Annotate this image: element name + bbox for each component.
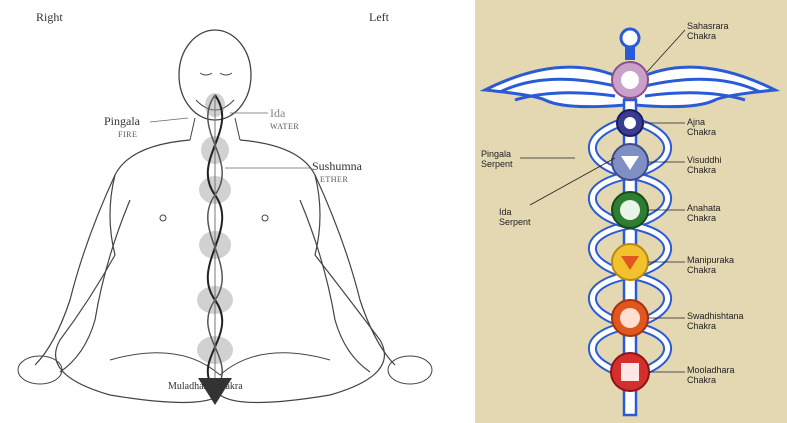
meditating-figure-panel: Right Left Pingala FIRE Ida WATER Sushum… — [0, 0, 450, 423]
left-side-label: Left — [369, 10, 389, 25]
anahata-chakra-icon — [612, 192, 648, 228]
right-side-label: Right — [36, 10, 63, 25]
visuddhi-chakra-icon — [612, 144, 648, 180]
right-wing-icon — [635, 67, 775, 107]
manipuraka-chakra-icon — [612, 244, 648, 280]
ajna-chakra-icon — [617, 110, 643, 136]
ida-label: Ida — [270, 106, 285, 121]
meditating-figure-drawing — [0, 0, 450, 423]
pingala-label: Pingala — [104, 114, 140, 129]
sushumna-element-label: ETHER — [320, 175, 348, 184]
pingala-element-label: FIRE — [118, 130, 137, 139]
muladhara-label: Muladhara Chakra — [168, 381, 243, 392]
mooladhara-chakra-icon — [611, 353, 649, 391]
ida-element-label: WATER — [270, 122, 299, 131]
sahasrara-chakra-icon — [612, 62, 648, 98]
swadhishtana-chakra-icon — [612, 300, 648, 336]
sushumna-label: Sushumna — [312, 159, 362, 174]
left-wing-icon — [485, 67, 625, 107]
